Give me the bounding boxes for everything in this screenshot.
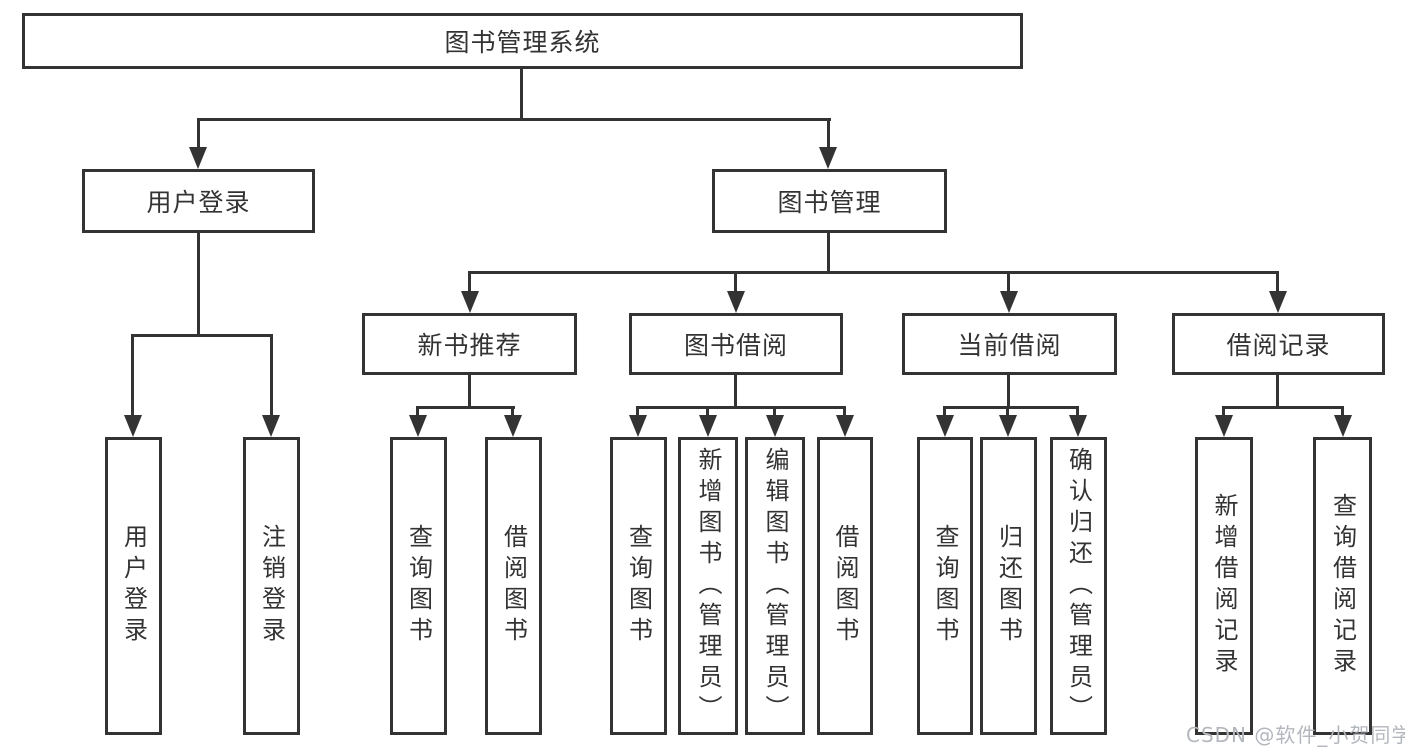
node-book-borrow: 图书借阅 [629,313,843,375]
leaf-query-books-new: 查询图书 [390,437,447,735]
leaf-edit-book-admin: 编辑图书（管理员） [745,437,805,735]
arrowhead-add-book-admin [699,415,717,437]
connector-drop-query-borrow-record [1341,406,1344,418]
arrowhead-leaf-user-login [124,415,142,437]
connector-drop-add-book-admin [706,406,709,418]
connector-drop-query-books-borrow [636,406,639,418]
connector-new-book-rec-hbar [416,406,515,409]
connector-book-mgmt-hbar [468,271,1279,274]
connector-root-hbar [197,118,831,121]
connector-drop-edit-book-admin [773,406,776,418]
leaf-user-login: 用户登录 [105,437,162,735]
leaf-borrow-books-borrow-label: 借阅图书 [831,524,859,648]
arrowhead-user-login [189,147,207,169]
leaf-query-books-current: 查询图书 [917,437,973,735]
connector-drop-current-borrow [1007,271,1010,294]
arrowhead-add-borrow-record [1215,415,1233,437]
leaf-return-book: 归还图书 [980,437,1037,735]
arrowhead-edit-book-admin [766,415,784,437]
connector-drop-book-mgmt [827,118,830,150]
arrowhead-borrow-records [1269,291,1287,313]
arrowhead-borrow-books-borrow [836,415,854,437]
leaf-query-books-new-label: 查询图书 [404,524,433,648]
connector-drop-borrow-records [1276,271,1279,294]
leaf-add-book-admin-label: 新增图书（管理员） [694,446,722,726]
csdn-watermark: CSDN @软件_小贺同学 [1186,723,1405,747]
arrowhead-query-books-borrow [629,415,647,437]
node-current-borrow: 当前借阅 [902,313,1117,375]
arrowhead-return-book [999,415,1017,437]
connector-drop-query-books-new [416,406,419,418]
leaf-logout: 注销登录 [243,437,300,735]
leaf-query-books-borrow: 查询图书 [610,437,667,735]
connector-drop-new-book-rec [468,271,471,294]
arrowhead-query-borrow-record [1334,415,1352,437]
leaf-confirm-return-admin: 确认归还（管理员） [1050,437,1107,735]
leaf-add-borrow-record-label: 新增借阅记录 [1210,493,1238,679]
leaf-borrow-books-new: 借阅图书 [485,437,542,735]
arrowhead-query-books-new [409,415,427,437]
connector-drop-confirm-return [1076,406,1079,418]
leaf-borrow-books-new-label: 借阅图书 [499,524,528,648]
connector-drop-return-book [1006,406,1009,418]
connector-new-book-rec-stem [468,375,471,409]
connector-borrow-records-stem [1276,375,1279,409]
node-borrow-records-label: 借阅记录 [1226,331,1331,360]
node-new-book-rec: 新书推荐 [362,313,577,375]
connector-drop-query-books-current [943,406,946,418]
connector-user-login-stem [197,233,200,337]
connector-drop-leaf-logout [270,334,273,420]
connector-drop-borrow-books-new [511,406,514,418]
node-book-borrow-label: 图书借阅 [683,331,788,360]
connector-drop-leaf-user-login [131,334,134,420]
node-book-mgmt-label: 图书管理 [777,188,882,217]
connector-drop-borrow-books-borrow [843,406,846,418]
connector-root-stem [520,69,523,121]
connector-drop-user-login [197,118,200,150]
leaf-query-borrow-record-label: 查询借阅记录 [1328,493,1357,679]
node-borrow-records: 借阅记录 [1172,313,1385,375]
leaf-confirm-return-admin-label: 确认归还（管理员） [1064,446,1093,726]
connector-book-borrow-stem [734,375,737,409]
connector-drop-add-borrow-record [1222,406,1225,418]
connector-drop-book-borrow [734,271,737,294]
connector-current-borrow-stem [1007,375,1010,409]
leaf-logout-label: 注销登录 [257,524,286,648]
connector-book-mgmt-stem [827,233,830,274]
arrowhead-current-borrow [1000,291,1018,313]
node-root: 图书管理系统 [22,13,1023,69]
arrowhead-leaf-logout [262,415,280,437]
leaf-add-borrow-record: 新增借阅记录 [1195,437,1253,735]
leaf-query-borrow-record: 查询借阅记录 [1313,437,1372,735]
leaf-return-book-label: 归还图书 [994,524,1023,648]
node-current-borrow-label: 当前借阅 [957,331,1062,360]
leaf-user-login-label: 用户登录 [119,524,148,648]
node-root-label: 图书管理系统 [444,28,601,57]
leaf-edit-book-admin-label: 编辑图书（管理员） [761,446,789,726]
arrowhead-new-book-rec [461,291,479,313]
leaf-add-book-admin: 新增图书（管理员） [678,437,738,735]
arrowhead-query-books-current [936,415,954,437]
arrowhead-book-mgmt [819,147,837,169]
leaf-query-books-borrow-label: 查询图书 [624,524,653,648]
leaf-borrow-books-borrow: 借阅图书 [817,437,873,735]
connector-borrow-records-hbar [1222,406,1343,409]
connector-current-borrow-hbar [943,406,1079,409]
connector-book-borrow-hbar [636,406,846,409]
connector-user-login-hbar [131,334,272,337]
arrowhead-borrow-books-new [504,415,522,437]
node-book-mgmt: 图书管理 [712,169,947,233]
leaf-query-books-current-label: 查询图书 [931,524,959,648]
node-user-login: 用户登录 [82,169,315,233]
arrowhead-confirm-return [1069,415,1087,437]
node-new-book-rec-label: 新书推荐 [417,331,522,360]
node-user-login-label: 用户登录 [146,188,251,217]
arrowhead-book-borrow [727,291,745,313]
